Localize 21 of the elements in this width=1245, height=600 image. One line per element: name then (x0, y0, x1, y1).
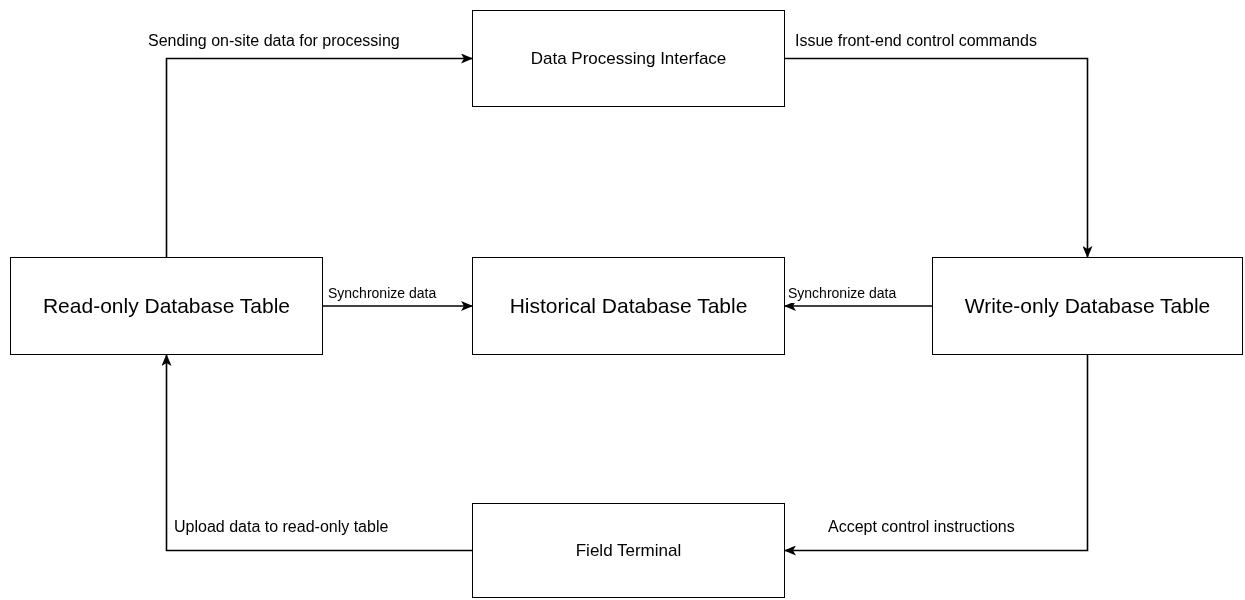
edge-label: Upload data to read-only table (172, 517, 391, 537)
process-box (932, 257, 1243, 355)
edge-label: Sending on-site data for processing (146, 31, 402, 51)
box-label: Data Processing Interface (530, 47, 727, 70)
process-box (472, 10, 785, 107)
box-label: Read-only Database Table (42, 293, 291, 320)
arrow (165, 53, 473, 258)
process-box (10, 257, 323, 355)
process-box (472, 257, 785, 355)
arrow (322, 301, 473, 311)
edge-label: Synchronize data (786, 285, 899, 303)
box-label: Field Terminal (575, 539, 682, 562)
arrow (161, 354, 473, 552)
box-label: Historical Database Table (509, 293, 748, 320)
edge-label: Accept control instructions (826, 517, 1017, 537)
box-label: Write-only Database Table (964, 293, 1211, 320)
process-box (472, 503, 785, 598)
arrow (784, 301, 933, 311)
arrow (784, 57, 1093, 258)
edge-label: Synchronize data (326, 285, 439, 303)
arrow (784, 354, 1089, 556)
